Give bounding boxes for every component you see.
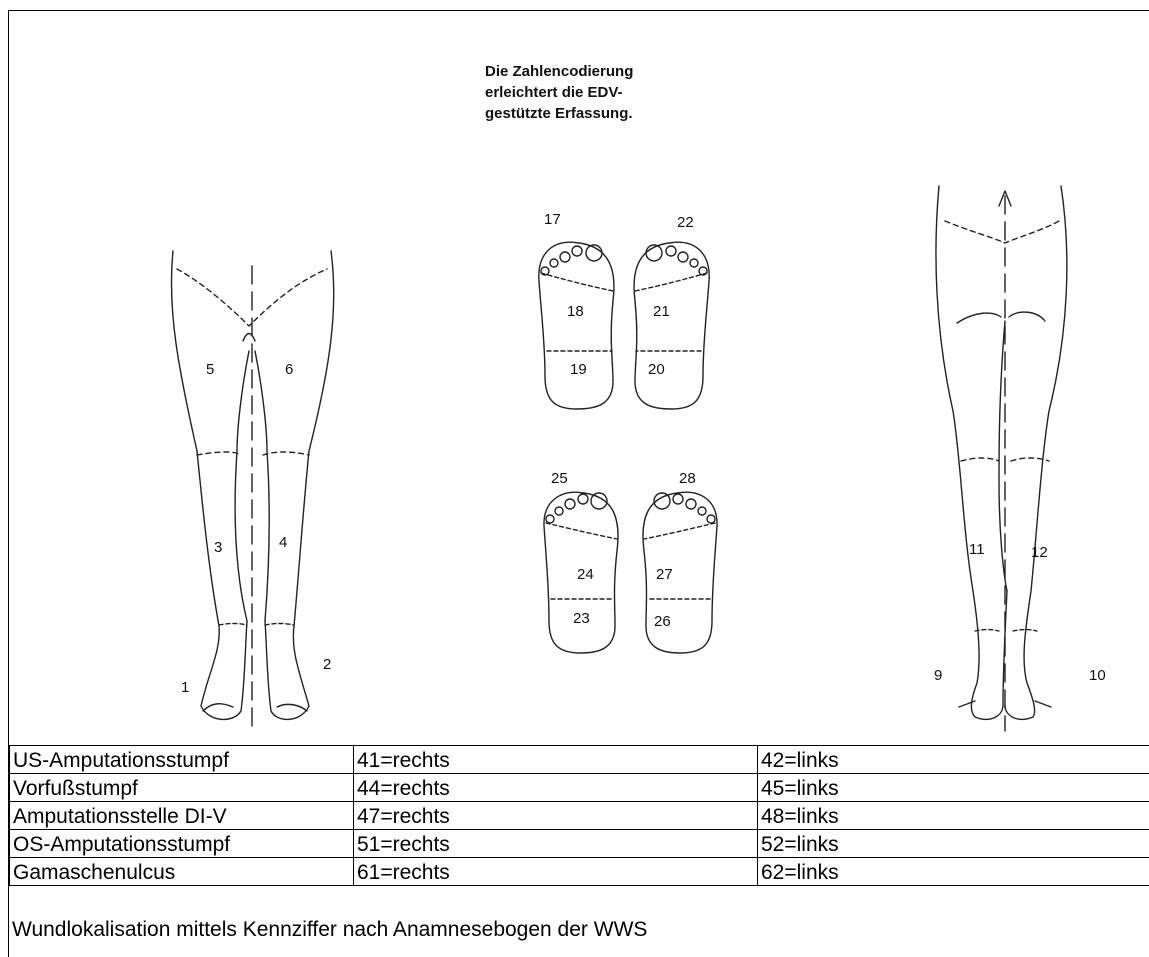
caption-line-3: gestützte Erfassung. <box>485 103 775 124</box>
site-cell: Vorfußstumpf <box>10 774 354 802</box>
zone-label-24: 24 <box>577 566 594 583</box>
zone-label-25: 25 <box>551 470 568 487</box>
zone-label-28: 28 <box>679 470 696 487</box>
front-legs-drawing <box>171 251 333 726</box>
zone-label-23: 23 <box>573 610 590 627</box>
zone-label-2: 2 <box>323 656 331 673</box>
lower-soles-drawing <box>544 492 717 653</box>
zone-label-18: 18 <box>567 303 584 320</box>
zone-label-9: 9 <box>934 667 942 684</box>
wound-location-figure: Die Zahlencodierung erleichtert die EDV-… <box>9 11 1149 745</box>
zone-label-1: 1 <box>181 679 189 696</box>
zone-label-5: 5 <box>206 361 214 378</box>
caption-line-1: Die Zahlencodierung <box>485 61 775 82</box>
footnote: Wundlokalisation mittels Kennziffer nach… <box>12 913 647 947</box>
zone-label-4: 4 <box>279 534 287 551</box>
zone-label-12: 12 <box>1031 544 1048 561</box>
table-row: US-Amputationsstumpf 41=rechts 42=links <box>10 746 1149 774</box>
right-code-cell: 44=rechts <box>354 774 758 802</box>
left-code-cell: 45=links <box>758 774 1149 802</box>
left-code-cell: 52=links <box>758 830 1149 858</box>
zone-label-11: 11 <box>969 541 985 558</box>
right-code-cell: 47=rechts <box>354 802 758 830</box>
upper-soles-drawing <box>539 242 709 409</box>
table-row: Vorfußstumpf 44=rechts 45=links <box>10 774 1149 802</box>
right-code-cell: 61=rechts <box>354 858 758 886</box>
zone-label-17: 17 <box>544 211 561 228</box>
zone-label-10: 10 <box>1089 667 1106 684</box>
right-code-cell: 41=rechts <box>354 746 758 774</box>
right-code-cell: 51=rechts <box>354 830 758 858</box>
figure-caption: Die Zahlencodierung erleichtert die EDV-… <box>485 61 775 124</box>
table-row: Amputationsstelle DI-V 47=rechts 48=link… <box>10 802 1149 830</box>
site-cell: Gamaschenulcus <box>10 858 354 886</box>
caption-line-2: erleichtert die EDV- <box>485 82 775 103</box>
zone-label-22: 22 <box>677 214 694 231</box>
zone-label-26: 26 <box>654 613 671 630</box>
site-cell: US-Amputationsstumpf <box>10 746 354 774</box>
left-code-cell: 48=links <box>758 802 1149 830</box>
zone-label-3: 3 <box>214 539 222 556</box>
code-table: US-Amputationsstumpf 41=rechts 42=links … <box>9 745 1149 886</box>
table-row: Gamaschenulcus 61=rechts 62=links <box>10 858 1149 886</box>
left-code-cell: 42=links <box>758 746 1149 774</box>
back-legs-drawing <box>936 186 1067 731</box>
zone-label-19: 19 <box>570 361 587 378</box>
site-cell: OS-Amputationsstumpf <box>10 830 354 858</box>
site-cell: Amputationsstelle DI-V <box>10 802 354 830</box>
zone-label-27: 27 <box>656 566 673 583</box>
zone-label-21: 21 <box>653 303 670 320</box>
table-row: OS-Amputationsstumpf 51=rechts 52=links <box>10 830 1149 858</box>
zone-label-6: 6 <box>285 361 293 378</box>
left-code-cell: 62=links <box>758 858 1149 886</box>
document-frame: Die Zahlencodierung erleichtert die EDV-… <box>8 10 1149 957</box>
zone-label-20: 20 <box>648 361 665 378</box>
